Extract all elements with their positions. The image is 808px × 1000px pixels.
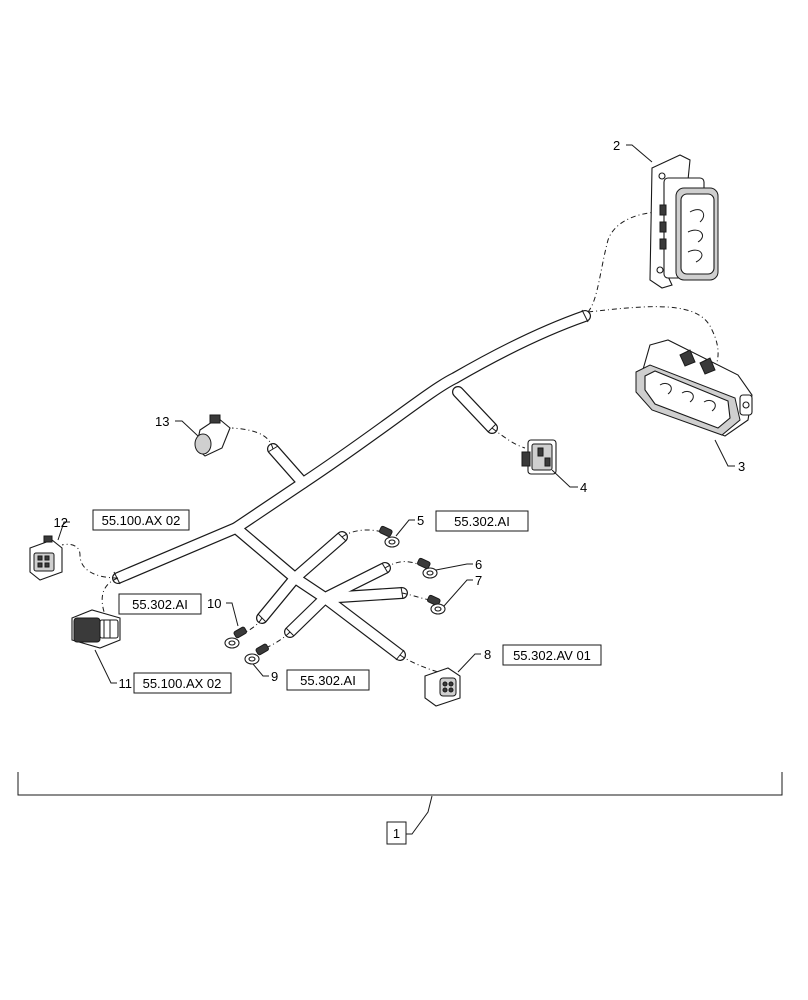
ref-label-10: 55.302.AI <box>132 597 188 612</box>
harness-fill <box>113 311 590 660</box>
connector-plug-icon <box>29 535 63 581</box>
ref-label-5: 55.302.AI <box>454 514 510 529</box>
connector-11 <box>71 609 121 649</box>
ring-terminal-icon <box>427 594 446 615</box>
ring-terminal-10 <box>224 626 247 649</box>
callout-5: 5 <box>417 513 424 528</box>
ring-terminal-icon <box>224 626 247 649</box>
leader-lines <box>57 144 735 684</box>
ring-terminal-6 <box>417 557 438 579</box>
callout-7: 7 <box>475 573 482 588</box>
callout-12: 12 <box>54 515 68 530</box>
connector-8 <box>424 667 461 707</box>
assembly-bracket: 1 <box>17 772 783 845</box>
ref-box-9[interactable]: 55.302.AI <box>286 669 370 691</box>
ring-terminal-7 <box>427 594 446 615</box>
fuse-relay-box-icon <box>635 339 753 437</box>
ref-label-8: 55.302.AV 01 <box>513 648 591 663</box>
ref-box-5[interactable]: 55.302.AI <box>435 510 529 532</box>
callout-1: 1 <box>393 826 400 841</box>
connector-plug-icon <box>424 667 461 707</box>
callout-numbers: 2 3 4 13 12 5 6 7 10 9 8 11 <box>54 138 746 691</box>
fuse-relay-box-3 <box>635 339 753 437</box>
wire-leads <box>61 211 719 673</box>
relay-connector-icon <box>521 439 557 475</box>
wiring-harness <box>112 309 591 661</box>
ref-label-12: 55.100.AX 02 <box>102 513 181 528</box>
ring-terminal-icon <box>244 643 269 665</box>
connector-13 <box>194 414 231 457</box>
relay-connector-4 <box>521 439 557 475</box>
callout-13: 13 <box>155 414 169 429</box>
ring-terminal-icon <box>379 525 400 548</box>
fuse-relay-box-2 <box>649 154 719 289</box>
multi-pin-connector-icon <box>71 609 121 649</box>
callout-8: 8 <box>484 647 491 662</box>
ref-label-9: 55.302.AI <box>300 673 356 688</box>
callout-3: 3 <box>738 459 745 474</box>
ring-terminal-5 <box>379 525 400 548</box>
connector-12 <box>29 535 63 581</box>
ring-terminal-9 <box>244 643 269 665</box>
ref-box-12[interactable]: 55.100.AX 02 <box>92 509 190 531</box>
callout-6: 6 <box>475 557 482 572</box>
callout-10: 10 <box>207 596 221 611</box>
ref-box-8[interactable]: 55.302.AV 01 <box>502 644 602 666</box>
reference-boxes: 55.100.AX 02 55.302.AI 55.302.AI 55.100.… <box>92 509 602 694</box>
ref-label-11: 55.100.AX 02 <box>143 676 222 691</box>
connector-plug-icon <box>194 414 231 457</box>
callout-11: 11 <box>119 676 133 691</box>
ref-box-10[interactable]: 55.302.AI <box>118 593 202 615</box>
callout-9: 9 <box>271 669 278 684</box>
callout-4: 4 <box>580 480 587 495</box>
ref-box-11[interactable]: 55.100.AX 02 <box>133 672 232 694</box>
ring-terminal-icon <box>417 557 438 579</box>
fuse-relay-box-icon <box>649 154 719 289</box>
callout-2: 2 <box>613 138 620 153</box>
